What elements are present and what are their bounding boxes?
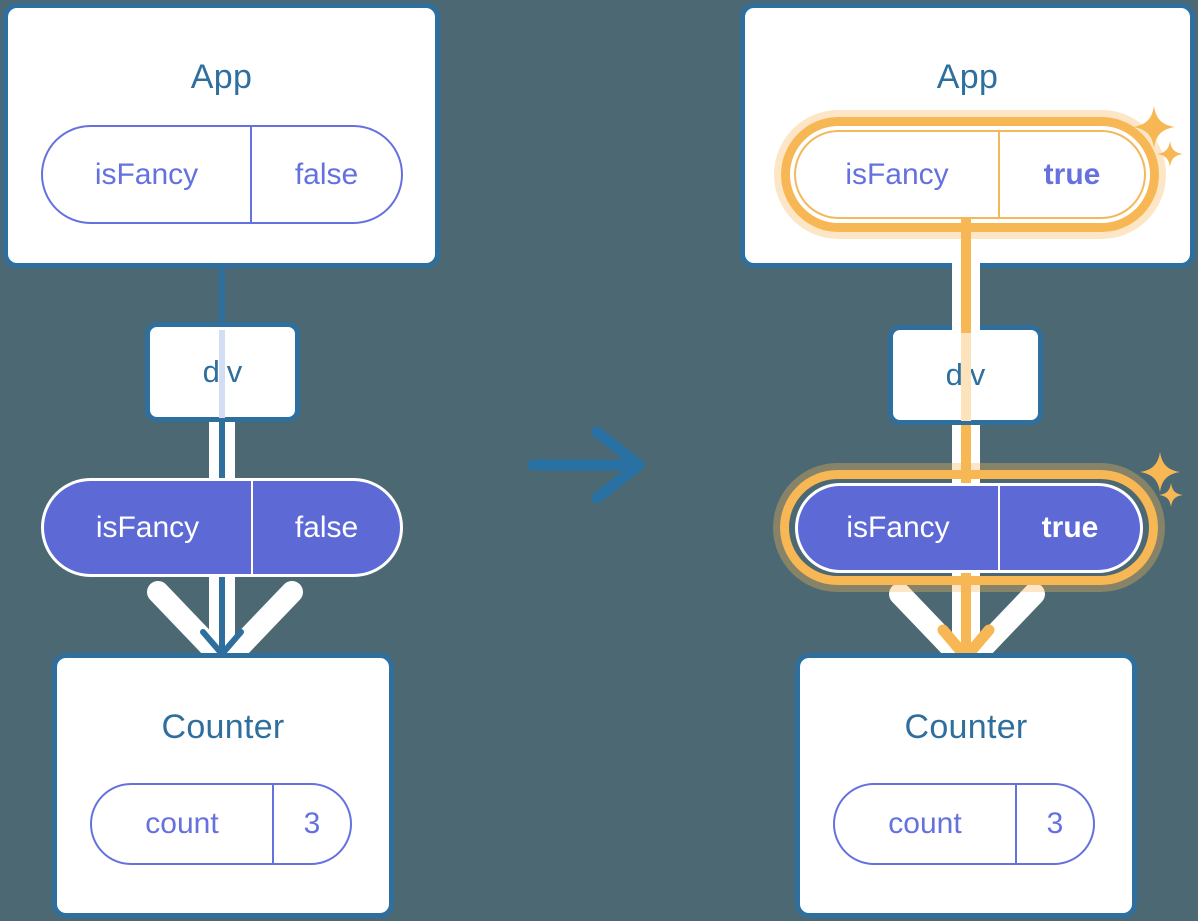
counter-state-pill-after: count 3 [833, 783, 1095, 865]
wire-div-to-prop-after [961, 421, 971, 501]
app-state-pill-value-after: true [998, 132, 1144, 217]
prop-pill-after: isFancy true [795, 483, 1143, 573]
app-state-pill-before: isFancy false [41, 125, 403, 224]
counter-state-pill-before: count 3 [90, 783, 352, 865]
transition-arrow-right-icon [527, 426, 645, 504]
counter-state-pill-key-before: count [145, 807, 219, 840]
counter-state-pill-key-after: count [888, 807, 962, 840]
counter-box-after: Counter [795, 653, 1137, 918]
app-state-pill-key-after: isFancy [845, 157, 949, 191]
wire-app-to-div-before [219, 215, 225, 330]
app-state-pill-key-before: isFancy [94, 157, 199, 191]
wire-through-div-before [219, 330, 225, 418]
counter-state-pill-value-after: 3 [1015, 785, 1093, 863]
counter-title-after: Counter [904, 708, 1028, 746]
counter-state-pill-value-before: 3 [272, 785, 350, 863]
prop-pill-value-after: true [998, 486, 1140, 570]
app-title-before: App [190, 58, 253, 96]
prop-pill-key-before: isFancy [95, 510, 200, 544]
sparkle-small-icon-prop-after [1159, 483, 1183, 507]
prop-pill-key-after: isFancy [846, 511, 950, 544]
sparkle-small-icon-app-after [1157, 141, 1183, 167]
wire-prop-to-counter-before [219, 560, 225, 652]
prop-pill-value-before: false [251, 481, 400, 574]
app-title-after: App [936, 58, 999, 96]
app-state-pill-value-before: false [250, 127, 401, 222]
counter-title-before: Counter [161, 708, 285, 746]
prop-pill-before: isFancy false [41, 478, 403, 577]
wire-app-to-div-after [961, 215, 971, 333]
app-state-pill-after: isFancy true [794, 130, 1146, 219]
wire-div-to-prop-before [219, 418, 225, 498]
wire-prop-to-counter-after [961, 565, 971, 653]
wire-through-div-after [961, 333, 971, 421]
sparkle-large-icon-prop-after [1140, 452, 1180, 492]
